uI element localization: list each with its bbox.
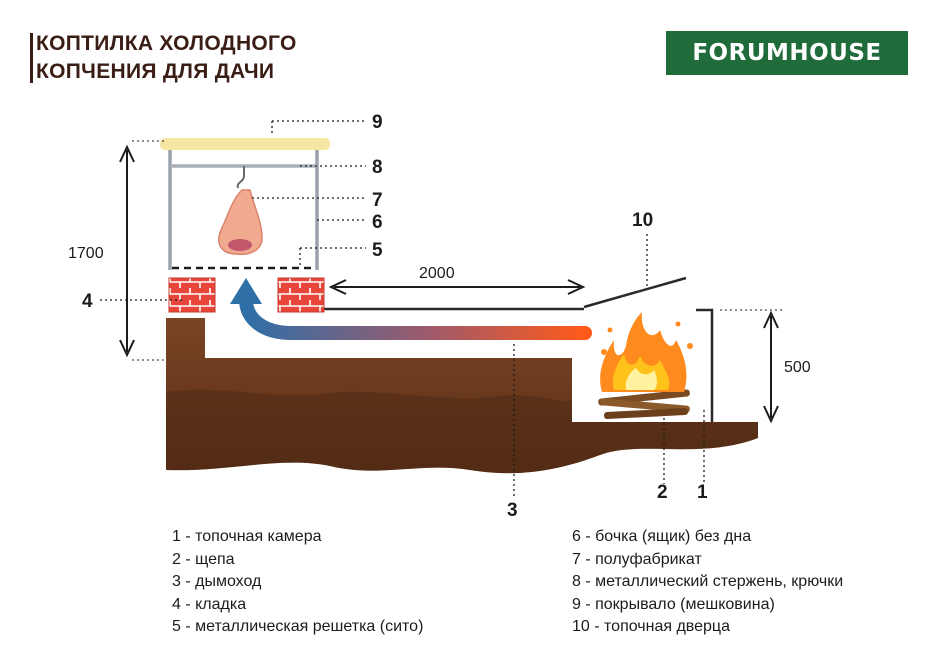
legend-item: 4 - кладка (172, 595, 247, 613)
callout-3: 3 (507, 500, 518, 521)
cover-burlap (160, 138, 330, 150)
dim-label-height: 1700 (68, 245, 104, 262)
legend-item: 9 - покрывало (мешковина) (572, 595, 775, 613)
legend-item: 2 - щепа (172, 550, 235, 568)
dimension-length (328, 279, 586, 295)
callout-8: 8 (372, 157, 383, 178)
callout-5: 5 (372, 240, 383, 261)
dim-label-length: 2000 (419, 265, 455, 282)
callout-9: 9 (372, 112, 383, 133)
title-line-2: КОПЧЕНИЯ ДЛЯ ДАЧИ (36, 60, 275, 83)
smoke-flow-arrow (239, 293, 592, 340)
title-line-1: КОПТИЛКА ХОЛОДНОГО (36, 32, 297, 55)
callout-7: 7 (372, 190, 383, 211)
brick-masonry-right (277, 277, 325, 313)
callout-1: 1 (697, 482, 708, 503)
wood-chips (598, 389, 690, 420)
page-title: КОПТИЛКА ХОЛОДНОГО КОПЧЕНИЯ ДЛЯ ДАЧИ (36, 30, 297, 86)
legend-item: 1 - топочная камера (172, 528, 322, 545)
callout-6: 6 (372, 212, 383, 233)
title-accent-bar (30, 33, 33, 83)
hook (236, 166, 245, 189)
callout-4: 4 (82, 291, 93, 312)
callout-10: 10 (632, 210, 653, 231)
forumhouse-logo: FORUMHOUSE (666, 31, 908, 75)
legend-item: 7 - полуфабрикат (572, 550, 702, 568)
dim-label-depth: 500 (784, 359, 811, 376)
soil-dark-layer (166, 389, 758, 474)
legend-right: 6 - бочка (ящик) без дна 7 - полуфабрика… (572, 526, 843, 639)
leader-lines (100, 120, 705, 496)
legend-item: 5 - металлическая решетка (сито) (172, 618, 424, 635)
legend-item: 6 - бочка (ящик) без дна (572, 528, 752, 545)
callout-2: 2 (657, 482, 668, 503)
legend-left: 1 - топочная камера 2 - щепа 3 - дымоход… (172, 526, 423, 639)
firebox-wall (696, 308, 714, 422)
meat-cut (228, 239, 252, 251)
smoke-arrow-head (230, 278, 262, 304)
firebox-door (583, 276, 687, 309)
fire-flames (600, 312, 693, 392)
dimension-depth (763, 310, 779, 424)
dimension-height (119, 144, 135, 358)
brick-masonry-left (168, 277, 216, 313)
legend-item: 8 - металлический стержень, крючки (572, 573, 844, 590)
meat-product (218, 189, 263, 256)
legend-item: 10 - топочная дверца (572, 618, 730, 635)
legend-item: 3 - дымоход (172, 573, 262, 590)
